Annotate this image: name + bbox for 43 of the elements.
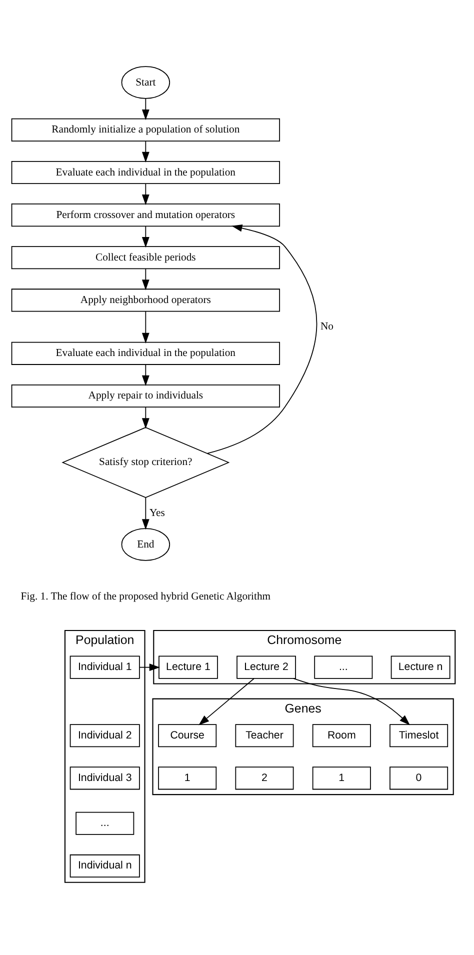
arrow <box>206 224 318 454</box>
node-box: ... <box>76 811 134 834</box>
node-box: Apply repair to individuals <box>11 384 280 407</box>
arrow <box>293 678 410 725</box>
node-box: Evaluate each individual in the population <box>11 341 280 364</box>
node-box: Individual 3 <box>70 766 140 790</box>
node-box: Lecture n <box>390 655 450 678</box>
node-box: Individual n <box>70 854 140 877</box>
node-box: Lecture 1 <box>158 655 218 678</box>
node-box: ... <box>314 655 373 678</box>
node-box: Lecture 2 <box>236 655 296 678</box>
node-box: 2 <box>235 766 294 790</box>
arrow <box>142 225 150 248</box>
node-box: Teacher <box>235 724 294 747</box>
node-box: Perform crossover and mutation operators <box>11 203 280 226</box>
arrow <box>142 182 150 205</box>
arrow <box>142 496 150 530</box>
node-diamond: Satisfy stop criterion? <box>62 426 230 498</box>
node-ellipse: Start <box>121 66 170 98</box>
node-box: Randomly initialize a population of solution <box>11 118 280 141</box>
arrow <box>142 98 150 120</box>
node-box: Individual 2 <box>70 724 140 747</box>
arrow <box>142 268 150 290</box>
arrow <box>198 678 254 725</box>
node-box: 1 <box>158 766 217 790</box>
node-box: Apply neighborhood operators <box>11 288 280 312</box>
node-ellipse: End <box>121 528 170 560</box>
label: Fig. 1. The flow of the proposed hybrid Genetic Algorithm <box>20 591 271 602</box>
node-box: Room <box>312 724 371 747</box>
node-box: Timeslot <box>390 724 448 747</box>
edge-label: Yes <box>149 507 165 518</box>
node-box: 1 <box>312 766 371 790</box>
node-box: Individual 1 <box>70 655 140 678</box>
node-box: 0 <box>390 766 448 790</box>
node-box: Evaluate each individual in the population <box>11 160 280 184</box>
arrow <box>142 364 150 386</box>
arrow <box>139 663 160 671</box>
arrow <box>142 406 150 428</box>
node-box: Course <box>158 724 217 747</box>
arrow <box>142 310 150 343</box>
arrow <box>142 140 150 162</box>
edge-label: No <box>320 321 334 332</box>
node-box: Collect feasible periods <box>11 246 280 269</box>
